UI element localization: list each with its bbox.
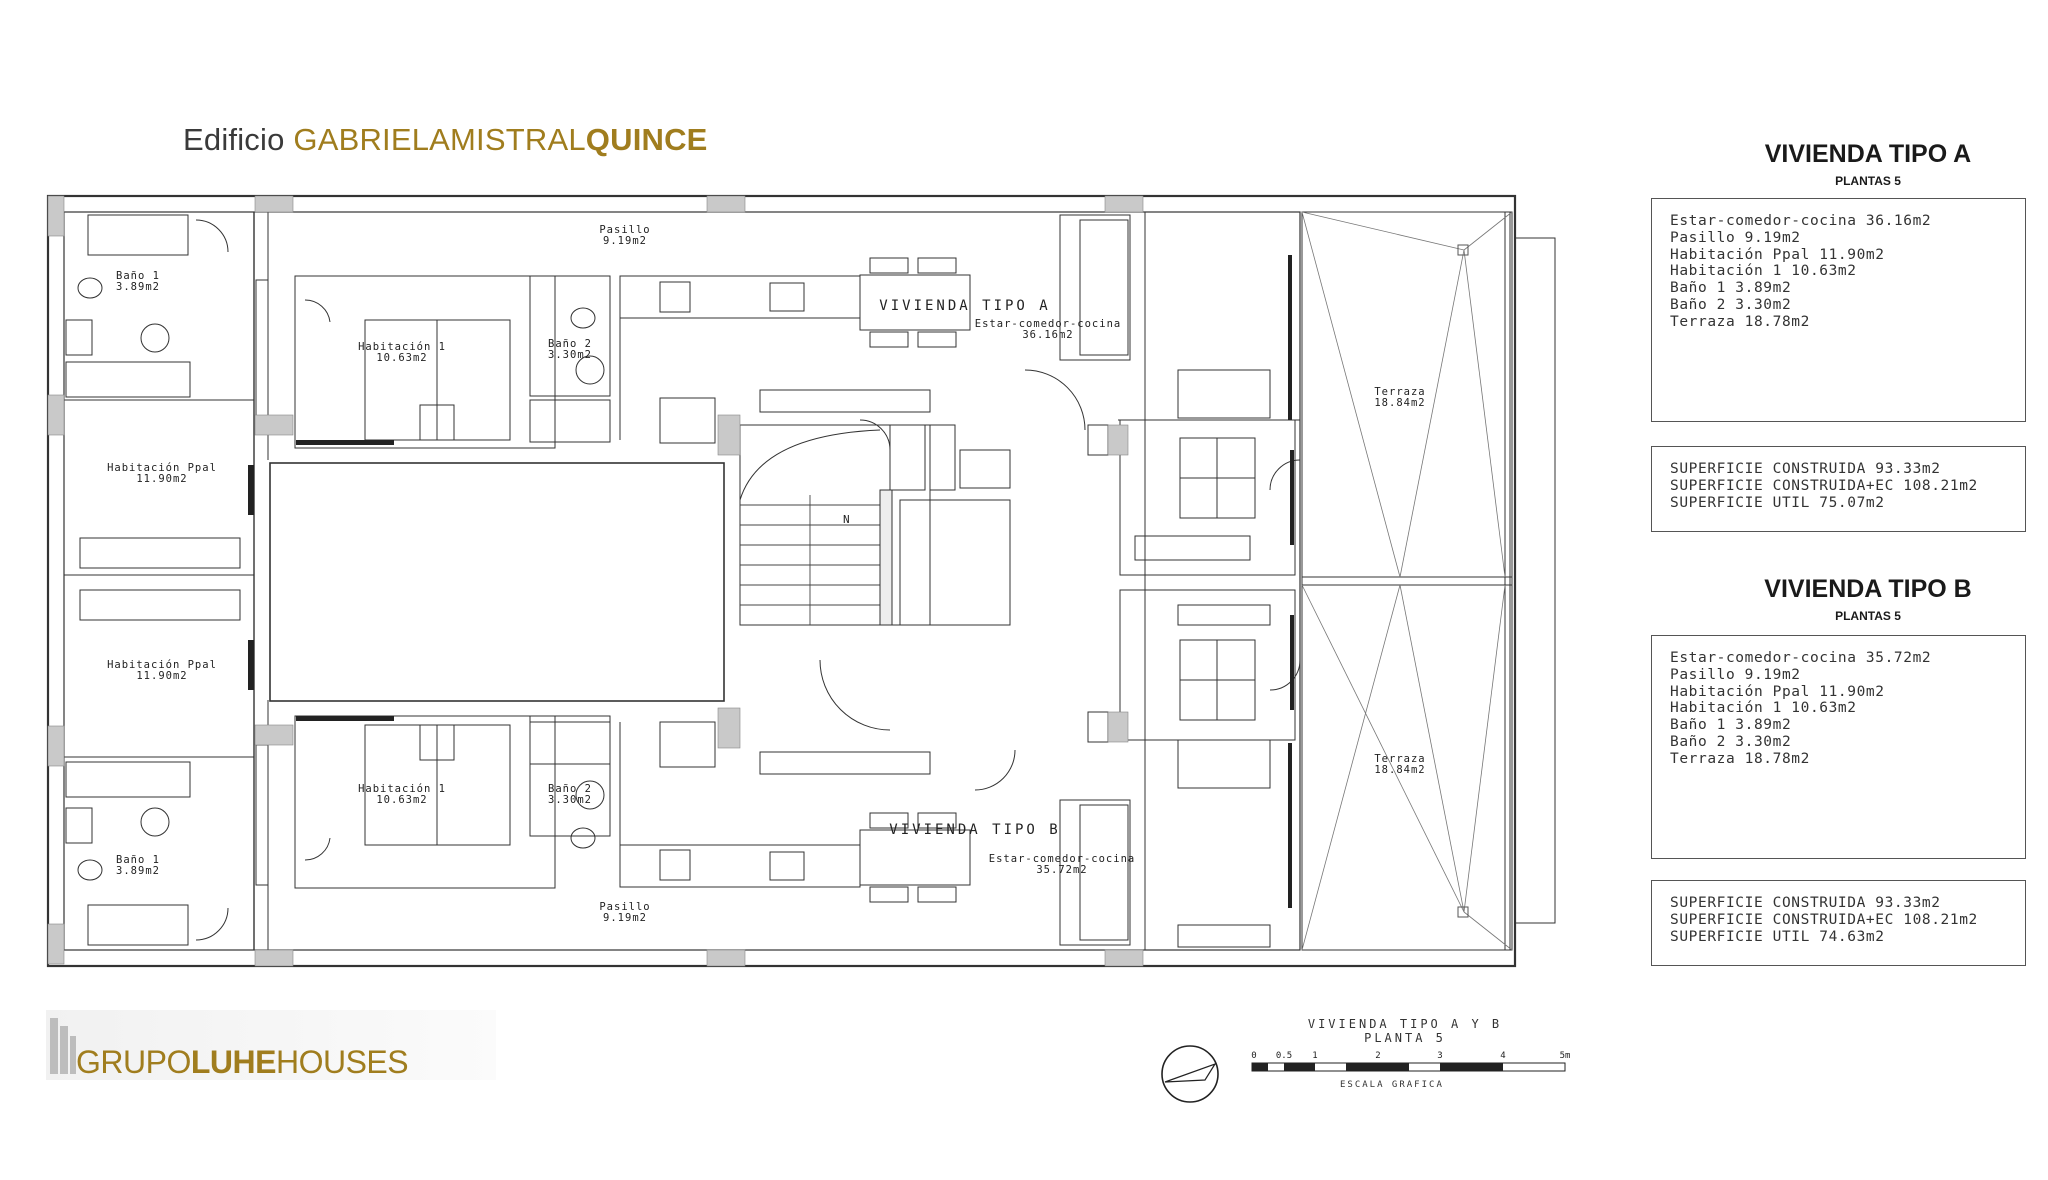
company-logo: GRUPOLUHEHOUSES xyxy=(46,1010,496,1080)
panel-a-rooms: Estar-comedor-cocina 36.16m2 Pasillo 9.1… xyxy=(1651,198,2026,422)
label-habppal-bot-area: 11.90m2 xyxy=(136,670,187,682)
panel-b-room-line: Terraza 18.78m2 xyxy=(1670,750,1810,767)
panel-a-room-line: Pasillo 9.19m2 xyxy=(1670,229,1801,246)
panel-a-room-line: Estar-comedor-cocina 36.16m2 xyxy=(1670,213,1932,229)
panel-b-room-line: Baño 2 3.30m2 xyxy=(1670,733,1792,750)
label-terraza-bot: Terraza xyxy=(1374,753,1425,765)
label-terraza-bot-area: 18.84m2 xyxy=(1374,764,1425,776)
scale-tick-label: 4 xyxy=(1500,1051,1505,1061)
panel-a-room-line: Baño 2 3.30m2 xyxy=(1670,296,1792,313)
label-hab1-top-area: 10.63m2 xyxy=(376,352,427,364)
panel-b-room-line: Habitación Ppal 11.90m2 xyxy=(1670,683,1885,700)
scale-tick-label: 5m xyxy=(1560,1051,1571,1061)
panel-a-room-line: Habitación Ppal 11.90m2 xyxy=(1670,246,1885,263)
scale-title-line-1: VIVIENDA TIPO A Y B xyxy=(1307,1017,1503,1031)
scale-tick-label: 0.5 xyxy=(1276,1051,1292,1061)
panel-b-title: VIVIENDA TIPO B xyxy=(1764,575,1972,603)
label-bano2-top-area: 3.30m2 xyxy=(548,349,592,361)
panel-a-surface-line: SUPERFICIE UTIL 75.07m2 xyxy=(1670,494,1885,511)
label-habppal-bot: Habitación Ppal xyxy=(107,659,217,671)
label-vivienda-a: VIVIENDA TIPO A xyxy=(879,298,1050,314)
panel-a-title: VIVIENDA TIPO A xyxy=(1764,140,1972,168)
label-bano2-bot: Baño 2 xyxy=(548,783,592,795)
north-arrow-icon xyxy=(1161,1045,1219,1103)
panel-a-room-line: Terraza 18.78m2 xyxy=(1670,313,1810,330)
north-marker: N xyxy=(843,513,850,526)
label-hab1-bot-area: 10.63m2 xyxy=(376,794,427,806)
label-habppal-top: Habitación Ppal xyxy=(107,462,217,474)
logo-part-3: HOUSES xyxy=(275,1044,409,1080)
scale-tick-label: 1 xyxy=(1312,1051,1317,1061)
panel-a-subtitle: PLANTAS 5 xyxy=(1835,174,1901,188)
scale-bar: 0 0.5 1 2 3 4 5m xyxy=(1251,1051,1571,1072)
panel-a-surfaces: SUPERFICIE CONSTRUIDA 93.33m2 SUPERFICIE… xyxy=(1651,446,2026,532)
label-pasillo-top-area: 9.19m2 xyxy=(603,235,647,247)
panel-b-room-line: Baño 1 3.89m2 xyxy=(1670,717,1792,734)
label-bano2-bot-area: 3.30m2 xyxy=(548,794,592,806)
label-bano1-top-area: 3.89m2 xyxy=(116,281,160,293)
panel-b-room-line: Habitación 1 10.63m2 xyxy=(1670,700,1857,717)
label-vivienda-b: VIVIENDA TIPO B xyxy=(889,822,1060,838)
panel-b-surface-line: SUPERFICIE CONSTRUIDA 93.33m2 xyxy=(1670,895,1941,911)
label-habppal-top-area: 11.90m2 xyxy=(136,473,187,485)
building-logo-icon xyxy=(50,1018,76,1074)
scale-label: ESCALA GRAFICA xyxy=(1340,1080,1444,1090)
label-terraza-top-area: 18.84m2 xyxy=(1374,397,1425,409)
panel-a-surface-line: SUPERFICIE CONSTRUIDA 93.33m2 xyxy=(1670,461,1941,477)
scale-tick-label: 2 xyxy=(1375,1051,1380,1061)
scale-title-line-2: PLANTA 5 xyxy=(1364,1031,1446,1045)
floor-plan: N Pasillo 9.19m2 Baño 1 3.89m2 Habitació… xyxy=(46,194,1571,1103)
label-hab1-bot: Habitación 1 xyxy=(358,783,446,795)
scale-title: VIVIENDA TIPO A Y B PLANTA 5 xyxy=(1295,1017,1515,1045)
logo-part-2: LUHE xyxy=(190,1044,277,1080)
label-bano1-bot: Baño 1 xyxy=(116,854,160,866)
logo-text: GRUPOLUHEHOUSES xyxy=(76,1044,409,1081)
panel-b-subtitle: PLANTAS 5 xyxy=(1835,609,1901,623)
label-bano1-bot-area: 3.89m2 xyxy=(116,865,160,877)
label-estar-b: Estar-comedor-cocina xyxy=(989,853,1135,865)
panel-a-room-line: Habitación 1 10.63m2 xyxy=(1670,263,1857,280)
scale-tick-label: 0 xyxy=(1251,1051,1256,1061)
building-title: Edificio GABRIELAMISTRALQUINCE xyxy=(183,122,708,158)
logo-part-1: GRUPO xyxy=(76,1044,191,1080)
label-estar-a-area: 36.16m2 xyxy=(1022,329,1073,341)
panel-b-rooms: Estar-comedor-cocina 35.72m2 Pasillo 9.1… xyxy=(1651,635,2026,859)
label-bano2-top: Baño 2 xyxy=(548,338,592,350)
title-number: QUINCE xyxy=(585,122,708,157)
panel-b-surface-line: SUPERFICIE UTIL 74.63m2 xyxy=(1670,928,1885,945)
panel-a-surface-line: SUPERFICIE CONSTRUIDA+EC 108.21m2 xyxy=(1670,477,1978,494)
label-terraza-top: Terraza xyxy=(1374,386,1425,398)
label-pasillo-bot-area: 9.19m2 xyxy=(603,912,647,924)
panel-b-surfaces: SUPERFICIE CONSTRUIDA 93.33m2 SUPERFICIE… xyxy=(1651,880,2026,966)
panel-b-room-line: Estar-comedor-cocina 35.72m2 xyxy=(1670,650,1932,666)
label-pasillo-top: Pasillo xyxy=(599,224,650,236)
label-estar-b-area: 35.72m2 xyxy=(1036,864,1087,876)
label-hab1-top: Habitación 1 xyxy=(358,341,446,353)
panel-b-surface-line: SUPERFICIE CONSTRUIDA+EC 108.21m2 xyxy=(1670,911,1978,928)
panel-a-room-line: Baño 1 3.89m2 xyxy=(1670,280,1792,297)
title-prefix: Edificio xyxy=(183,122,285,157)
label-bano1-top: Baño 1 xyxy=(116,270,160,282)
label-pasillo-bot: Pasillo xyxy=(599,901,650,913)
scale-tick-label: 3 xyxy=(1437,1051,1442,1061)
label-estar-a: Estar-comedor-cocina xyxy=(975,318,1121,330)
panel-b-room-line: Pasillo 9.19m2 xyxy=(1670,666,1801,683)
title-name: GABRIELAMISTRAL xyxy=(293,122,586,157)
